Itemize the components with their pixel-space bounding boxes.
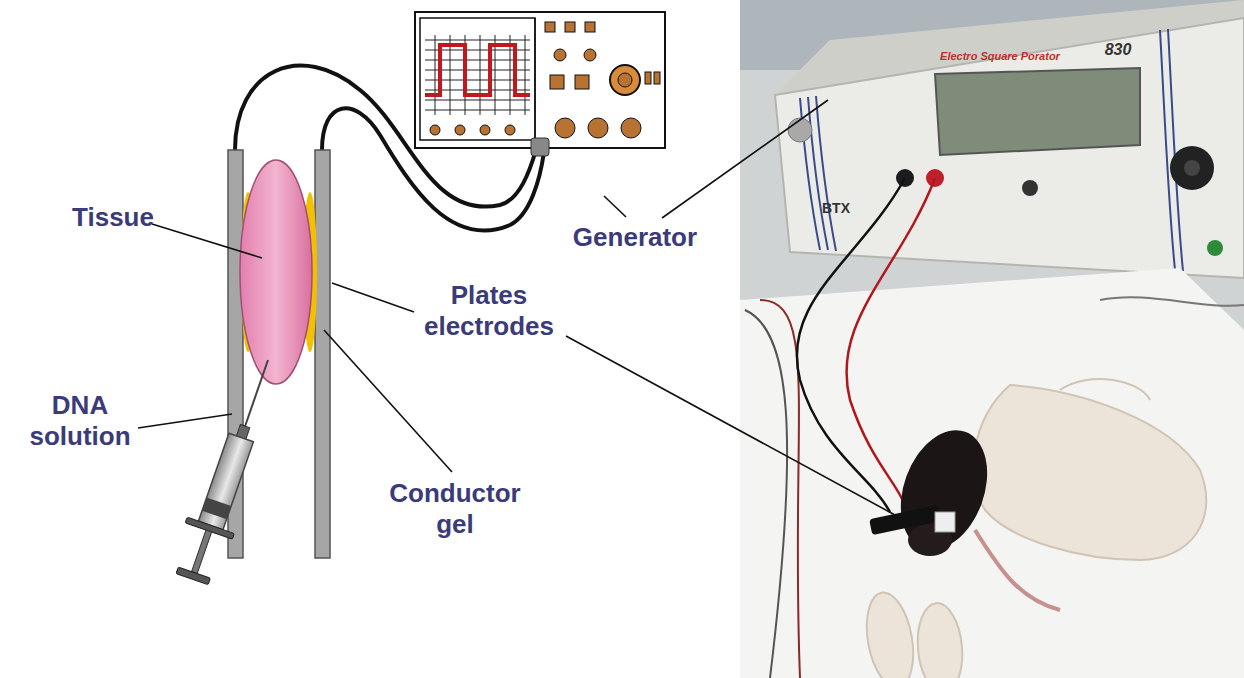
generator-schematic-part bbox=[505, 125, 515, 135]
photo-part bbox=[869, 505, 941, 535]
callout-label: Tissue bbox=[72, 202, 154, 233]
device-text: Electro Square Porator bbox=[940, 50, 1060, 63]
generator-schematic-part bbox=[621, 118, 641, 138]
generator-schematic-part bbox=[545, 22, 555, 32]
generator-schematic-part bbox=[480, 125, 490, 135]
photo-part bbox=[1022, 180, 1038, 196]
syringe-part bbox=[192, 530, 212, 574]
leader-lines-part bbox=[332, 283, 414, 312]
generator-schematic-part bbox=[654, 72, 660, 84]
electroporation-cell bbox=[228, 150, 330, 558]
syringe-part bbox=[244, 360, 268, 428]
generator-schematic-part-part bbox=[525, 35, 526, 115]
photo-part bbox=[760, 300, 800, 678]
photo-part bbox=[974, 385, 1207, 560]
generator-schematic-part bbox=[565, 22, 575, 32]
wires-part bbox=[322, 108, 544, 230]
photo-part bbox=[1060, 379, 1150, 400]
generator-schematic-part bbox=[550, 75, 564, 89]
generator-schematic-part bbox=[588, 118, 608, 138]
electroporation-cell-part bbox=[315, 150, 330, 558]
callout-label: Plates electrodes bbox=[414, 280, 564, 342]
generator-schematic-part bbox=[610, 65, 640, 95]
generator-schematic-part-part bbox=[425, 110, 530, 111]
photo-part bbox=[885, 418, 1003, 562]
photo-part bbox=[975, 530, 1060, 610]
leader-lines-part bbox=[324, 330, 452, 472]
photo-part bbox=[740, 268, 1244, 678]
generator-schematic-part bbox=[575, 75, 589, 89]
generator-schematic-part bbox=[531, 138, 549, 156]
syringe-part bbox=[202, 497, 231, 519]
photo-part bbox=[775, 18, 1244, 278]
leader-lines-part bbox=[662, 100, 828, 218]
photo bbox=[740, 0, 1244, 678]
leader-lines-part bbox=[138, 414, 232, 428]
photo-part bbox=[740, 0, 1244, 678]
photo-part bbox=[1207, 240, 1223, 256]
photo-part bbox=[745, 310, 787, 678]
device-model: 830 bbox=[1105, 40, 1132, 59]
generator-schematic-part bbox=[425, 45, 530, 95]
callout-label: Generator bbox=[573, 222, 697, 253]
generator-schematic-part bbox=[645, 72, 651, 84]
generator-schematic-part bbox=[455, 125, 465, 135]
photo-part bbox=[788, 118, 812, 142]
generator-schematic-part-part bbox=[480, 35, 481, 115]
generator-schematic-part bbox=[415, 12, 665, 148]
leader-lines-part bbox=[152, 224, 262, 258]
generator-schematic-part-part bbox=[435, 35, 436, 115]
generator-schematic-part bbox=[618, 73, 632, 87]
photo-part bbox=[816, 96, 836, 251]
generator-schematic-part bbox=[534, 18, 536, 140]
photo-part bbox=[914, 601, 966, 678]
photo-part bbox=[1160, 30, 1175, 270]
generator-schematic-part bbox=[430, 125, 440, 135]
callout-label: Conductor gel bbox=[380, 478, 530, 540]
photo-part bbox=[935, 512, 955, 532]
electroporation-cell-part bbox=[240, 160, 312, 384]
syringe bbox=[168, 352, 291, 588]
generator-schematic-part bbox=[554, 49, 566, 61]
leader-lines-part bbox=[566, 336, 895, 515]
photo-part bbox=[935, 68, 1140, 155]
device-logo: BTX bbox=[822, 200, 850, 217]
photo-part bbox=[1184, 160, 1200, 176]
generator-schematic-part bbox=[585, 22, 595, 32]
generator-schematic-part bbox=[555, 118, 575, 138]
syringe-part bbox=[198, 433, 253, 529]
leader-lines-part bbox=[604, 196, 626, 217]
generator-schematic-part bbox=[420, 18, 535, 140]
generator-schematic-part bbox=[425, 35, 530, 115]
photo-part bbox=[860, 589, 920, 678]
generator-schematic bbox=[415, 12, 665, 156]
generator-schematic-part bbox=[584, 49, 596, 61]
generator-schematic-part-part bbox=[425, 40, 530, 41]
callout-label: DNA solution bbox=[18, 390, 143, 452]
syringe-part bbox=[176, 567, 210, 585]
leader-lines bbox=[138, 100, 895, 515]
generator-schematic-part-part bbox=[425, 100, 530, 101]
photo-part bbox=[1100, 297, 1244, 306]
photo-part bbox=[1170, 146, 1214, 190]
